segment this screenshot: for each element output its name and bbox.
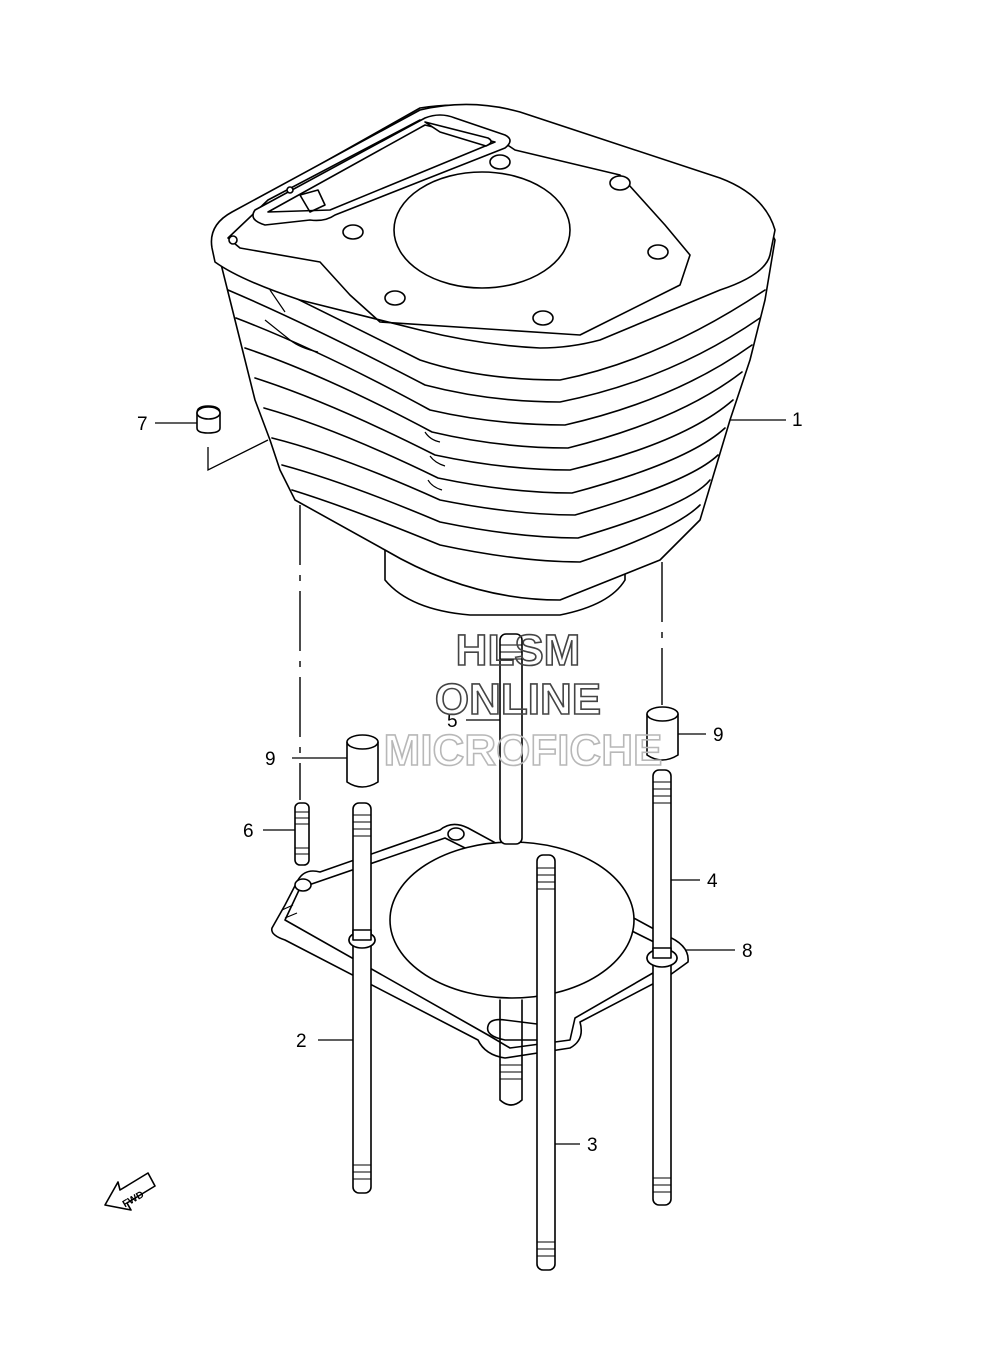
long-stud-bolt-3[interactable] (536, 854, 556, 1271)
callout-1: 1 (792, 410, 803, 431)
long-stud-bolt-2[interactable] (348, 802, 376, 1194)
watermark: HLSM ONLINE MICROFICHE (383, 625, 663, 776)
callout-4: 4 (707, 871, 718, 892)
callout-8: 8 (742, 941, 753, 962)
cylinder-base-gasket[interactable] (270, 823, 689, 1059)
callout-9-left: 9 (265, 749, 276, 770)
watermark-line-1: HLSM (456, 626, 581, 675)
plug-part[interactable] (196, 405, 269, 472)
callout-7: 7 (137, 414, 148, 435)
callout-9-right: 9 (713, 725, 724, 746)
long-stud-bolt-4[interactable] (646, 769, 678, 1206)
dowel-pin-right[interactable] (646, 706, 679, 761)
callout-2: 2 (296, 1031, 307, 1052)
fwd-arrow-icon: FWD (104, 1172, 156, 1211)
callout-6: 6 (243, 821, 254, 842)
callout-3: 3 (587, 1135, 598, 1156)
short-stud-bolt[interactable] (294, 802, 310, 866)
callout-5: 5 (447, 711, 458, 732)
cylinder-part[interactable] (210, 103, 776, 616)
leader-lines (155, 419, 786, 1145)
watermark-line-3: MICROFICHE (384, 726, 663, 775)
long-stud-bolt-5[interactable] (499, 633, 523, 1106)
watermark-line-2: ONLINE (435, 675, 601, 724)
dowel-pin-left[interactable] (346, 734, 379, 788)
